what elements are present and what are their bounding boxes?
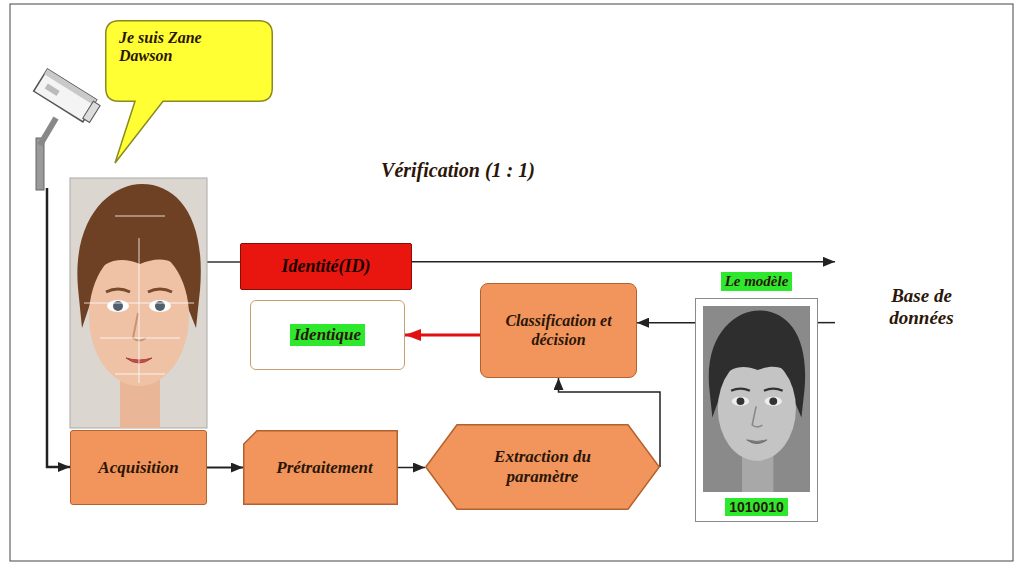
photo-id-line (207, 261, 240, 263)
landmark-line (100, 338, 180, 339)
verification-cylinder: Vérification (1 : 1) Identité(ID) Identiqu… (238, 128, 678, 546)
fringe (90, 230, 190, 278)
camera-arm (40, 118, 56, 145)
highlighted-label: Identique (290, 324, 365, 346)
eye (765, 397, 782, 406)
hexagon-outline (426, 425, 660, 510)
camera-lens (83, 101, 100, 122)
landmark-line (115, 216, 165, 217)
eyebrow (106, 289, 130, 292)
identity-box: Identité(ID) (240, 243, 412, 290)
face-photo (70, 178, 207, 428)
camera-body (34, 69, 102, 125)
connector (412, 261, 835, 263)
node-text: Base de données (869, 285, 974, 329)
process-box: Classification et décision (480, 283, 637, 378)
camera-icon (34, 69, 102, 190)
database-cylinder: Base de données (835, 203, 1008, 371)
camera-label (45, 83, 60, 96)
camera-visor (44, 69, 96, 105)
outer-border (10, 4, 1013, 561)
node-text: Acquisition (98, 458, 178, 478)
iris (769, 398, 777, 405)
node-text: Je suis Zane Dawson (119, 29, 251, 66)
node-text: Extraction du paramètre (459, 447, 626, 486)
landmark-line (115, 374, 165, 375)
tag-outline (244, 431, 398, 505)
eyebrow (731, 389, 750, 391)
connector (405, 334, 480, 337)
eye (107, 300, 129, 312)
bubble-outline (106, 21, 273, 163)
landmark-line (139, 238, 140, 383)
cylinder-top (239, 129, 678, 216)
eyebrow (764, 389, 783, 391)
cylinder-body (239, 128, 678, 546)
eye (149, 300, 171, 312)
fringe (719, 345, 797, 381)
highlighted-label: Le modèle (721, 272, 793, 291)
node-text: Classification et décision (491, 312, 626, 349)
connector (818, 322, 835, 324)
process-box: Acquisition (70, 430, 207, 505)
eye (732, 397, 749, 406)
template-frame: Le modèle1010010 (695, 298, 818, 522)
input-line (47, 188, 70, 467)
speech-bubble: Je suis Zane Dawson (105, 20, 273, 102)
node-text: Prétraitement (276, 458, 372, 478)
model-photo (703, 306, 810, 492)
mouth (747, 440, 767, 444)
cylinder-top (836, 204, 1008, 247)
node-text: Identité(ID) (282, 256, 371, 277)
result-box: Identique (250, 300, 405, 370)
landmark-lines (84, 216, 194, 383)
model-frame-ground (695, 298, 818, 522)
highlighted-label: 1010010 (725, 498, 788, 516)
nose (752, 406, 762, 426)
process-hexagon: Extraction du paramètre (425, 424, 660, 510)
connector (207, 467, 243, 469)
node-text: Vérification (1 : 1) (381, 159, 535, 182)
eyebrow (148, 289, 172, 292)
photo-ground (70, 178, 207, 428)
connector (398, 467, 425, 469)
photo-ground (703, 306, 810, 492)
face (718, 357, 796, 461)
process-tag: Prétraitement (243, 430, 398, 505)
connector (637, 322, 695, 324)
cylinder-body (836, 203, 1008, 371)
iris (737, 398, 745, 405)
